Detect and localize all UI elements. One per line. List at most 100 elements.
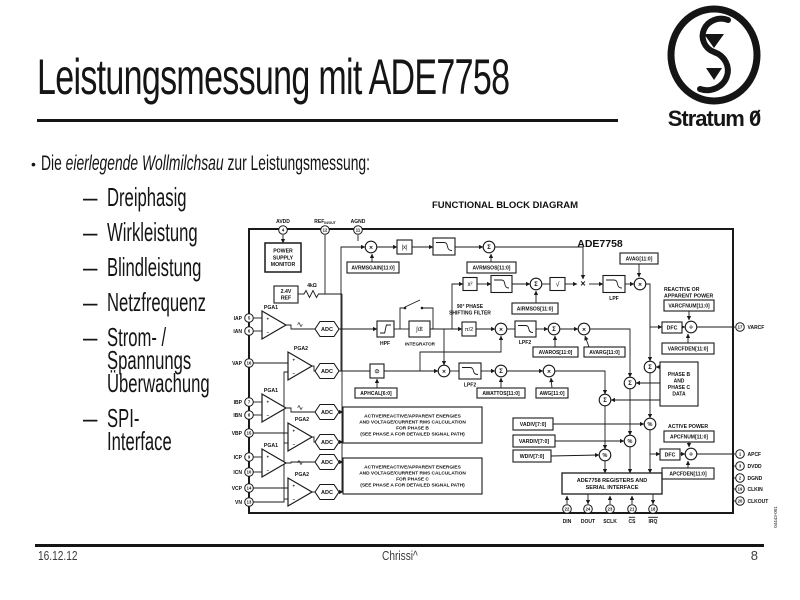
lpf-filter-icon [490, 274, 513, 294]
phase-bc-data-block-label: PHASE B [668, 372, 691, 378]
avarg-register-label: AVARG[11:0] [589, 350, 620, 356]
avrmsgain-register-label: AVRMSGAIN[11:0] [351, 265, 395, 271]
pin-dout-label: DOUT [581, 519, 595, 525]
pga2-phase-b-plus: + [293, 429, 296, 434]
pin-clkin [735, 484, 745, 494]
pin-vcp [244, 483, 254, 493]
phase-cal-block-label: Φ [374, 368, 379, 375]
pin-dvdd [735, 461, 745, 471]
airmsos-register [511, 302, 559, 315]
pin-clkout [735, 496, 745, 506]
varcfnum-register-label: VARCFNUM[11:0] [668, 303, 710, 309]
pin-din [562, 504, 572, 514]
dfc-varcf-block-label: DFC [667, 325, 678, 331]
phase-bc-data-block-label: PHASE C [668, 385, 691, 391]
adc-va-label: ADC [321, 369, 333, 375]
awg-register-label: AWG[11:0] [539, 391, 564, 397]
pin-din-label: DIN [563, 519, 572, 525]
item-marker: – [83, 217, 98, 247]
wire [590, 328, 633, 378]
pga2-phase-b [287, 421, 314, 453]
phase-b-energies-block-label: FOR PHASE B [396, 426, 429, 432]
bullet-sublist: –Dreiphasig–Wirkleistung–Blindleistung–N… [83, 184, 343, 465]
registers-serial-interface [561, 472, 663, 495]
pin-ian-label: IAN [233, 329, 242, 335]
chip-name: ADE7758 [577, 238, 623, 250]
adder [598, 393, 612, 407]
wire [549, 377, 554, 389]
pin-irq [648, 504, 658, 514]
logo-slashed-zero: 0 [749, 106, 761, 131]
hpf-label: HPF [380, 341, 390, 347]
adc-ic-label: ADC [321, 460, 333, 466]
item-marker: – [83, 403, 98, 433]
pin-dout [583, 504, 593, 514]
wdiv-register [512, 449, 552, 463]
adder-symbol: Σ [552, 327, 556, 333]
phase-b-energies-block [342, 406, 483, 444]
avarg-register [583, 346, 626, 358]
item-marker: – [83, 252, 98, 282]
item-text: Wirkleistung [107, 217, 198, 247]
pga1-phase-c-minus: − [267, 468, 270, 473]
pin-clkout-label: CLKOUT [748, 499, 769, 505]
pin-icn [244, 467, 254, 477]
lpf2-filter-icon-glyph [462, 367, 479, 375]
pga2-phase-c [287, 476, 314, 508]
wire [584, 335, 590, 348]
wire [286, 461, 316, 464]
wire [404, 299, 421, 308]
item-text: Netzfrequenz [107, 287, 206, 317]
pin-vap [244, 358, 254, 368]
pin-ibp-number: 7 [248, 400, 251, 405]
pin-avdd [278, 225, 288, 235]
item-marker: – [83, 287, 98, 317]
pin-icp [244, 452, 254, 462]
sqrt-block-label: √ [556, 280, 560, 288]
list-item: –SPI-Interface [83, 403, 343, 454]
awattos-register-label: AWATTOS[11:0] [482, 391, 520, 397]
vadiv-register [512, 417, 554, 431]
phase-c-energies-block-label: ACTIVE/REACTIVE/APPARENT ENERGIES [364, 465, 461, 471]
wire [423, 307, 434, 329]
dfc-apcf-block [659, 448, 681, 461]
avrmsgain-register [346, 261, 400, 274]
phase-b-energies-block-label: (SEE PHASE A FOR DETAILED SIGNAL PATH) [360, 432, 465, 438]
current-waveform-icon: ∿ [297, 320, 304, 329]
wire [419, 335, 504, 371]
lpf2-filter-icon [458, 362, 482, 380]
adder [547, 322, 561, 336]
figure-number: 04443-001 [773, 506, 778, 528]
wire [340, 244, 366, 371]
pga2-label: PGA2 [295, 417, 309, 423]
switch-contact [420, 306, 424, 310]
pga1-phase-c [261, 447, 288, 479]
awattos-register [476, 387, 526, 399]
multiplier-symbol: × [499, 326, 503, 333]
vref-block [273, 285, 299, 304]
lpf-filter-icon-glyph [606, 279, 623, 289]
pin-sclk-number: 23 [608, 507, 613, 512]
wire [555, 370, 608, 395]
multiplier [364, 240, 378, 254]
lpf-filter-icon-glyph [436, 242, 453, 251]
multiply-symbol: × [580, 279, 585, 289]
wire [495, 246, 586, 280]
varcfden-register-label: VARCFDEN[11:0] [668, 346, 709, 352]
pin-ref-label: REFIN/OUT [314, 219, 336, 225]
phase-c-energies-block [342, 457, 483, 495]
pin-ref [320, 225, 330, 235]
pin-vbp-label: VBP [232, 431, 243, 437]
multiplier [542, 364, 556, 378]
phase-cal-block [369, 363, 385, 379]
pin-cs-number: 21 [630, 507, 635, 512]
phase-bc-data-block-label: DATA [672, 392, 686, 398]
resistor-label: 4kΩ [307, 283, 317, 289]
wire [550, 452, 600, 458]
item-text: Blindleistung [107, 252, 202, 282]
pga2-label: PGA2 [295, 472, 309, 478]
apcfnum-register [663, 430, 715, 443]
pga1-label: PGA1 [264, 388, 278, 394]
pin-icn-number: 10 [247, 470, 252, 475]
multiplier [633, 277, 647, 291]
